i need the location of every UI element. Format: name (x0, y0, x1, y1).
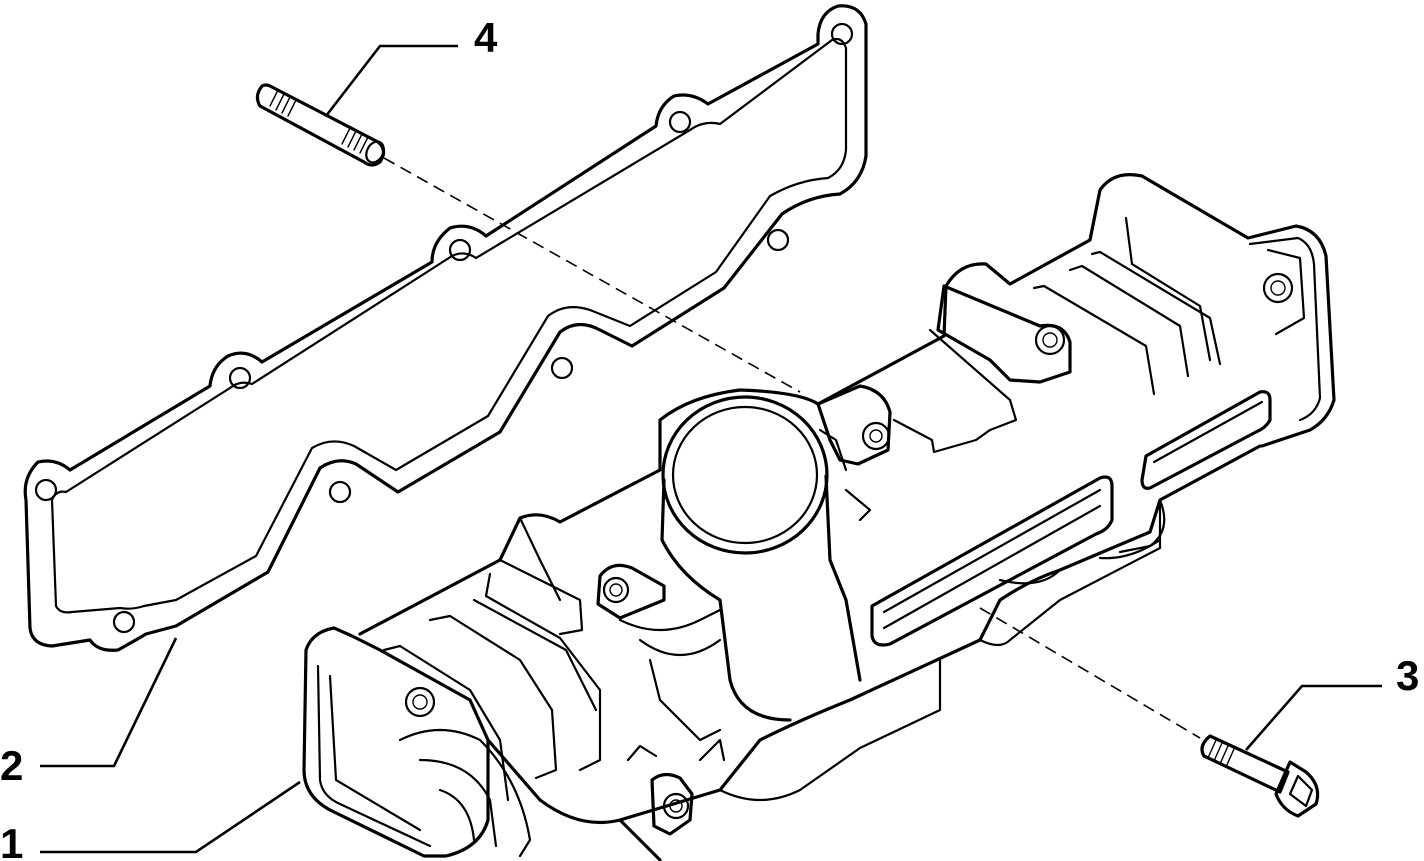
callout-1: 1 (0, 820, 23, 861)
alignment-line-stud (383, 157, 801, 393)
stud[interactable] (255, 83, 387, 167)
bolt[interactable] (1200, 734, 1320, 818)
leader-line-1 (40, 780, 301, 854)
gasket[interactable] (23, 4, 868, 652)
callout-3: 3 (1396, 652, 1419, 699)
leader-line-3 (1245, 684, 1382, 751)
callout-4: 4 (474, 14, 498, 61)
alignment-line-bolt (979, 607, 1201, 739)
intake-manifold[interactable] (302, 173, 1336, 861)
leader-line-2 (40, 637, 178, 768)
callout-2: 2 (0, 742, 23, 789)
leader-line-4 (324, 44, 458, 117)
